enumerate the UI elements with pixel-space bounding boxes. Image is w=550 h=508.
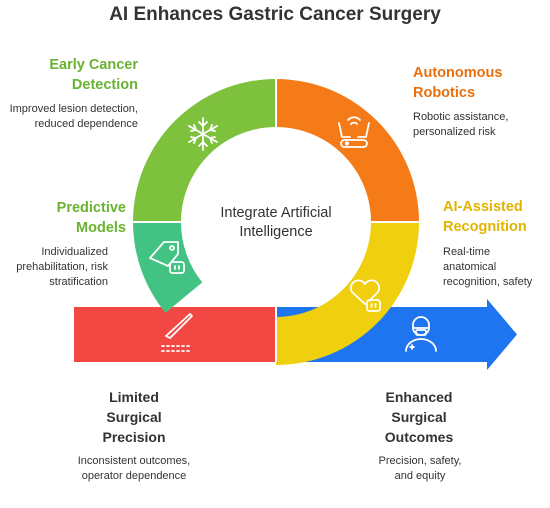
center-text: Integrate Artificial Intelligence [220,205,332,240]
enhanced-outcomes-description: Precision, safety, and equity [378,455,462,482]
ai-recognition-description: Real-time anatomical recognition, safety [443,246,533,288]
ai-recognition-segment [276,222,419,365]
limited-precision-heading: Limited Surgical Precision [102,389,166,445]
early-detection-heading: Early Cancer Detection [49,57,138,93]
diagram-title: AI Enhances Gastric Cancer Surgery [109,4,441,25]
autonomous-robotics-heading: Autonomous Robotics [413,65,503,101]
limited-precision-description: Inconsistent outcomes, operator dependen… [77,455,191,482]
predictive-models-segment [133,222,203,313]
surgeon-icon [405,316,437,352]
tag-robot-icon [149,241,185,274]
enhanced-outcomes-heading: Enhanced Surgical Outcomes [384,389,454,445]
predictive-models-heading: Predictive Models [56,200,126,236]
snowflake-icon [188,117,218,151]
autonomous-robotics-description: Robotic assistance, personalized risk [413,111,509,138]
heart-robot-icon [349,279,381,312]
scalpel-icon [161,313,193,352]
autonomous-robotics-segment [276,79,419,222]
ai-recognition-heading: AI-Assisted Recognition [443,199,527,235]
limited-precision-bar [74,307,276,362]
early-detection-segment [133,79,276,222]
early-detection-description: Improved lesion detection, reduced depen… [9,103,138,130]
predictive-models-description: Individualized prehabilitation, risk str… [16,246,108,288]
robot-arm-icon [338,116,370,148]
